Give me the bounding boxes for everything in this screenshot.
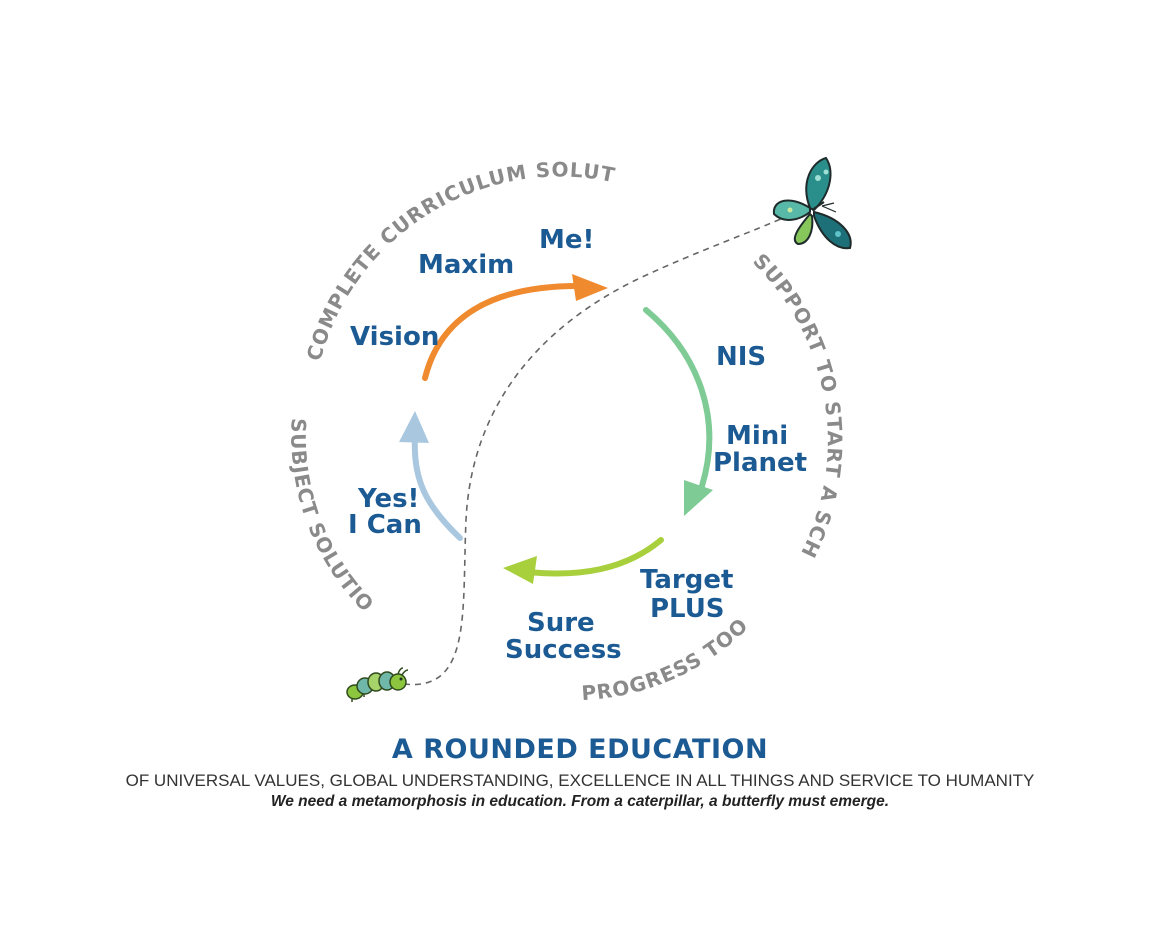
tagline: We need a metamorphosis in education. Fr… [270,793,890,810]
program-target-plus-line2: PLUS [650,594,725,624]
program-nis: NIS [716,342,766,372]
program-me: Me! [539,225,594,255]
program-mini-planet-line2: Planet [713,448,807,478]
program-target-plus-line1: Target [640,565,733,595]
program-vision: Vision [350,322,439,352]
program-sure-success-line2: Success [505,635,622,665]
program-mini-planet-line1: Mini [726,421,788,451]
lime-cycle-arrow [503,537,664,584]
caterpillar-icon [346,667,409,702]
green-cycle-arrow [643,307,713,516]
program-yes-i-can-line1: Yes! [357,484,419,514]
butterfly-icon [772,156,852,250]
headline: A ROUNDED EDUCATION [391,734,769,765]
category-complete-curriculum-solutions: COMPLETE CURRICULUM SOLUTIONS [0,0,618,363]
program-yes-i-can-line2: I Can [348,510,422,540]
subline: OF UNIVERSAL VALUES, GLOBAL UNDERSTANDIN… [125,771,1035,790]
category-complete-curriculum-label: COMPLETE CURRICULUM SOLUTIONS [0,0,617,363]
program-maxim: Maxim [418,250,514,280]
orange-cycle-arrow [422,274,608,381]
program-sure-success-line1: Sure [527,608,595,638]
metamorphosis-path [403,214,791,686]
blue-cycle-arrow [399,411,463,541]
